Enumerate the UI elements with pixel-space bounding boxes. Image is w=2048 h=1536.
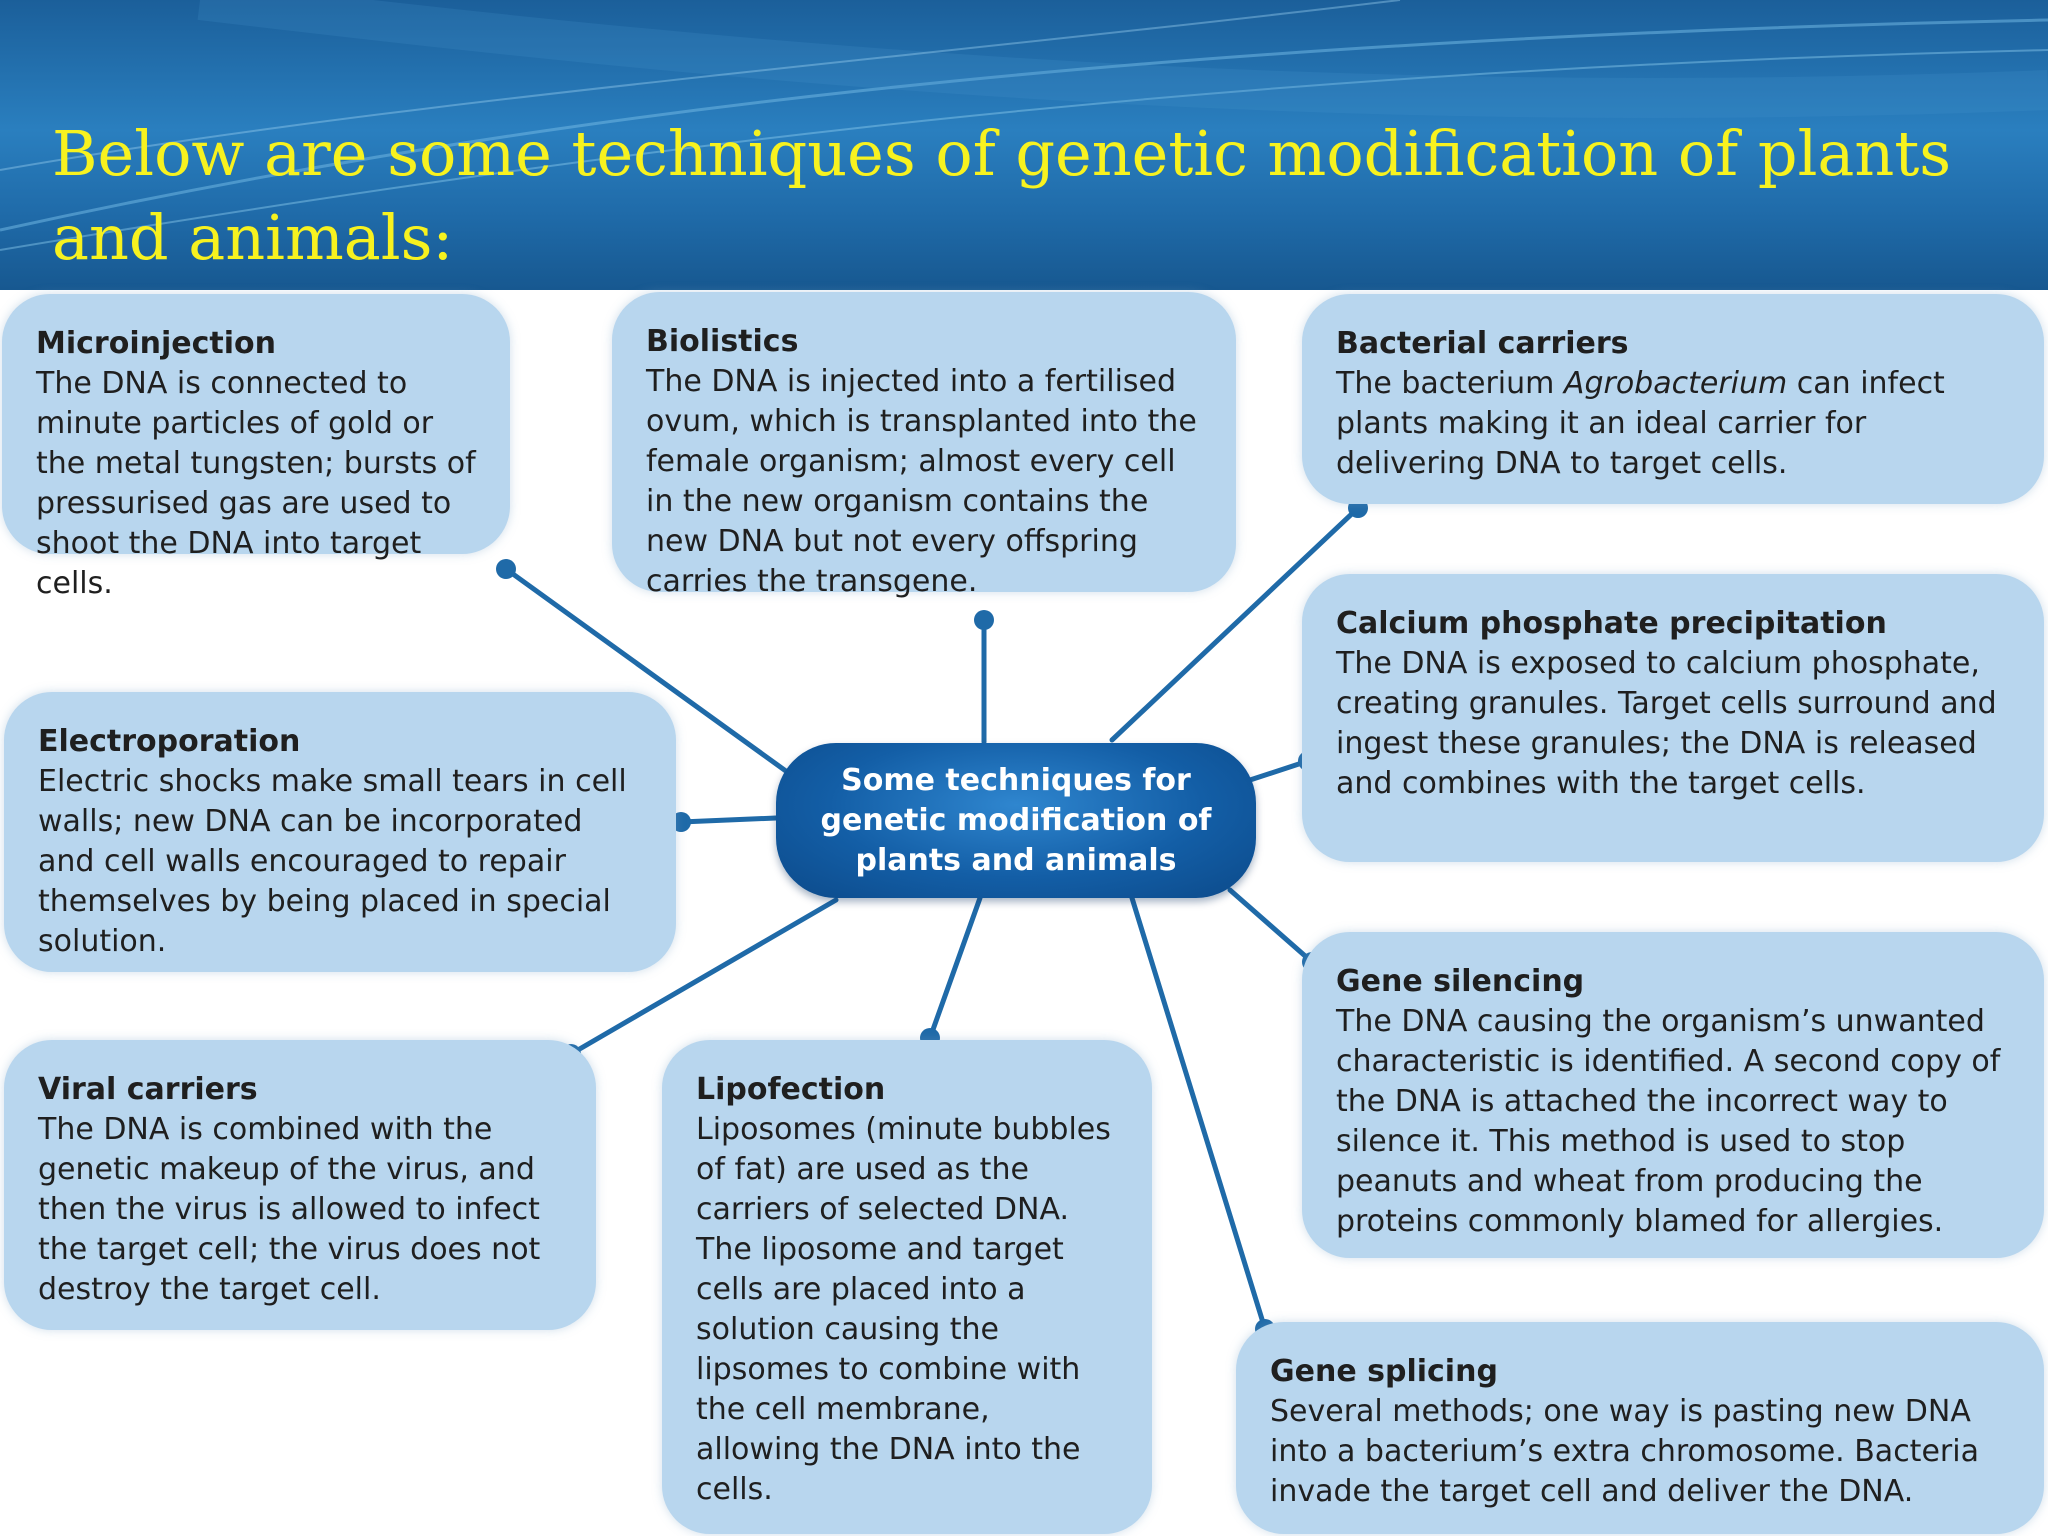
bacterial-carriers-text: The bacterium Agrobacterium can infect p…: [1336, 366, 1945, 481]
lipofection-box: Lipofection Liposomes (minute bubbles of…: [662, 1040, 1152, 1534]
gene-silencing-box: Gene silencing The DNA causing the organ…: [1302, 932, 2044, 1258]
mind-map-diagram: Microinjection The DNA is connected to m…: [0, 290, 2048, 1536]
connector-dot-biolistics: [974, 610, 994, 630]
biolistics-title: Biolistics: [646, 324, 799, 359]
gene-splicing-box: Gene splicing Several methods; one way i…: [1236, 1322, 2044, 1534]
viral-carriers-title: Viral carriers: [38, 1072, 258, 1107]
electroporation-box: Electroporation Electric shocks make sma…: [4, 692, 676, 972]
calcium-phosphate-title: Calcium phosphate precipitation: [1336, 606, 1887, 641]
connector-viral-carriers: [568, 897, 839, 1057]
gene-silencing-text: The DNA causing the organism’s unwanted …: [1336, 1004, 2001, 1239]
connector-microinjection: [503, 566, 793, 777]
electroporation-text: Electric shocks make small tears in cell…: [38, 764, 627, 959]
central-topic-node: Some techniques for genetic modification…: [776, 743, 1256, 898]
connector-dot-electroporation: [671, 812, 691, 832]
lipofection-title: Lipofection: [696, 1072, 886, 1107]
gene-splicing-text: Several methods; one way is pasting new …: [1270, 1394, 1979, 1509]
viral-carriers-box: Viral carriers The DNA is combined with …: [4, 1040, 596, 1330]
biolistics-text: The DNA is injected into a fertilised ov…: [646, 364, 1197, 599]
connector-electroporation: [678, 815, 779, 825]
header-swoosh-decoration: [0, 0, 2048, 251]
calcium-phosphate-box: Calcium phosphate precipitation The DNA …: [1302, 574, 2044, 862]
connector-gene-silencing: [1227, 887, 1315, 965]
agrobacterium-italic: Agrobacterium: [1563, 366, 1788, 401]
connector-calcium-phosphate: [1247, 758, 1311, 783]
microinjection-title: Microinjection: [36, 326, 276, 361]
gene-silencing-title: Gene silencing: [1336, 964, 1585, 999]
calcium-phosphate-text: The DNA is exposed to calcium phosphate,…: [1336, 646, 1997, 801]
central-topic-label: Some techniques for genetic modification…: [820, 762, 1212, 878]
microinjection-box: Microinjection The DNA is connected to m…: [2, 294, 510, 601]
slide-title: Below are some techniques of genetic mod…: [52, 117, 1952, 274]
electroporation-title: Electroporation: [38, 724, 301, 759]
bacterial-carriers-title: Bacterial carriers: [1336, 326, 1629, 361]
connector-bacterial-carriers: [1109, 505, 1361, 743]
bacterial-carriers-box: Bacterial carriers The bacterium Agrobac…: [1302, 294, 2044, 504]
gene-splicing-title: Gene splicing: [1270, 1354, 1498, 1389]
connector-lipofection: [927, 895, 983, 1041]
viral-carriers-text: The DNA is combined with the genetic mak…: [38, 1112, 541, 1307]
connector-gene-splicing: [1129, 895, 1268, 1332]
lipofection-text: Liposomes (minute bubbles of fat) are us…: [696, 1112, 1111, 1507]
connector-dot-microinjection: [496, 559, 516, 579]
microinjection-text: The DNA is connected to minute particles…: [36, 366, 476, 601]
biolistics-box: Biolistics The DNA is injected into a fe…: [612, 292, 1236, 599]
slide-header: Below are some techniques of genetic mod…: [0, 0, 2048, 290]
